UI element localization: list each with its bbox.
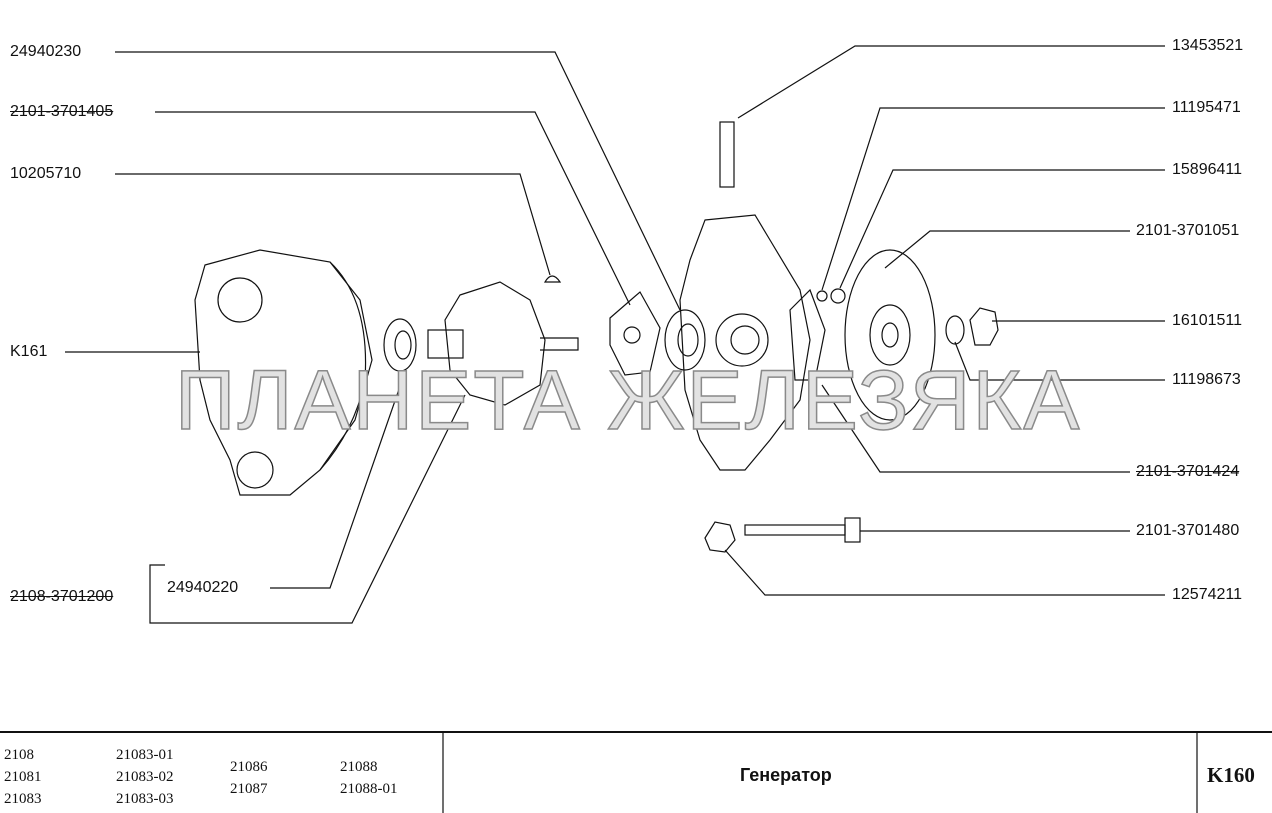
callout-label: 15896411 [1172,161,1242,178]
alternator-body [194,249,373,496]
leader-10205710 [115,173,551,276]
leader-lines [65,45,1165,624]
model-code: 21083-01 [116,747,174,763]
model-code: 21081 [4,769,42,785]
callout-label: 2108-3701200 [10,588,114,605]
model-list-col2: 21083-01 21083-02 21083-03 [116,744,174,810]
washers-small [816,288,846,304]
model-code: 21087 [230,781,268,797]
callout-label: 16101511 [1172,312,1242,329]
pulley-fan [844,249,936,421]
watermark: ПЛАНЕТА ЖЕЛЕЗЯКА [174,352,1082,448]
callout-label: 24940230 [10,43,82,60]
bearing-front [664,309,706,371]
leader-24940230 [115,51,681,311]
key [543,275,562,283]
bolt [704,517,861,553]
model-list-col4: 21088 21088-01 [340,756,398,800]
front-cover [679,214,811,471]
callout-label: 24940220 [167,579,239,596]
model-list-col1: 2108 21081 21083 [4,744,42,810]
model-code: 21083-03 [116,791,174,807]
spacer-plate [789,288,826,381]
nut-right [945,307,999,346]
bearing-left [383,318,417,372]
model-code: 21088 [340,759,378,775]
model-code: 2108 [4,747,34,763]
model-code: 21088-01 [340,781,398,797]
stud [719,121,735,188]
leader-2101-3701405 [155,111,631,306]
callout-label: 2101-3701051 [1136,222,1240,239]
callout-label: 10205710 [10,165,82,182]
diagram-code: K160 [1207,763,1255,787]
leader-2101-3701424 [821,384,1130,473]
model-code: 21086 [230,759,268,775]
rotor [427,281,579,406]
leader-11198673 [954,341,1165,381]
callout-label: 11198673 [1172,371,1241,388]
leader-2101-3701051 [884,230,1130,269]
leader-24940220 [270,371,406,589]
diagram-title: Генератор [740,765,832,785]
leader-15896411 [839,169,1165,289]
callout-label: 11195471 [1172,99,1241,116]
model-code: 21083-02 [116,769,174,785]
model-code: 21083 [4,791,42,807]
leader-13453521 [737,45,1165,119]
model-list-col3: 21086 21087 [230,756,268,800]
leader-12574211 [724,549,1165,596]
leader-11195471 [821,107,1165,291]
bracket-2108-3701200 [149,394,466,624]
callout-label: 13453521 [1172,37,1244,54]
callout-label: 12574211 [1172,586,1242,603]
callout-label: 2101-3701405 [10,103,114,120]
callout-label: 2101-3701480 [1136,522,1240,539]
gasket-plate [609,291,661,376]
callout-label: 2101-3701424 [1136,463,1240,480]
callout-label: K161 [10,343,48,360]
